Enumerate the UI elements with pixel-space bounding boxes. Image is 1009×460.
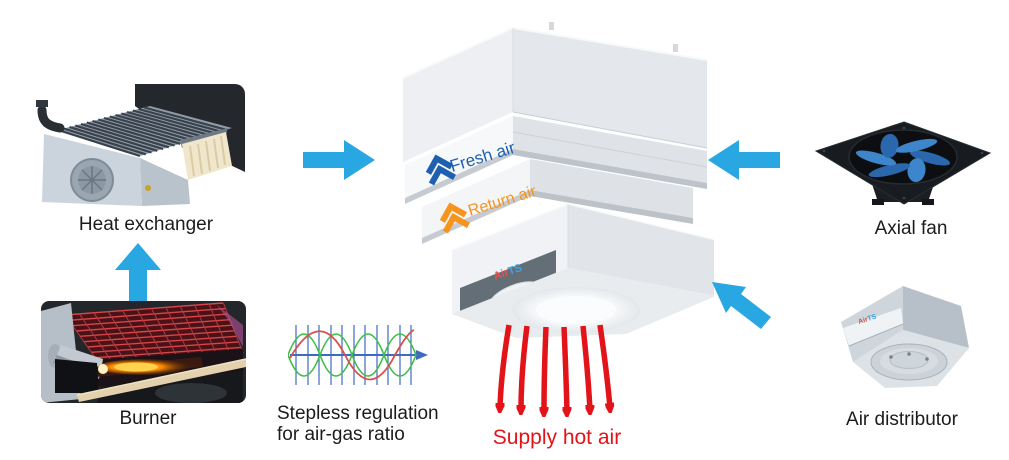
heat-exchanger-image (30, 84, 245, 206)
axial-fan-label: Axial fan (874, 218, 948, 239)
heat-exchanger-to-unit-arrow-icon (303, 140, 375, 180)
burner-label: Burner (119, 408, 177, 429)
air-distributor-image: AirTS (841, 286, 969, 388)
distributor-logo-air: Air (857, 316, 869, 326)
supply-arrow-group (500, 324, 610, 412)
axial-fan-to-unit-arrow-icon (708, 140, 780, 180)
supply-hot-air-arrows-icon (488, 324, 628, 426)
stepless-regulation-line1: Stepless regulation (277, 403, 439, 424)
air-distributor-label: Air distributor (846, 409, 958, 430)
fan-blades-icon (855, 133, 951, 183)
fresh-air-chevron-icon (425, 154, 456, 186)
stepless-regulation-label: Stepless regulation for air-gas ratio (277, 403, 467, 446)
central-unit-image: Fresh air Return air AirTS (402, 22, 714, 338)
unit-logo-air: Air (492, 266, 511, 283)
heat-exchanger-label: Heat exchanger (78, 214, 214, 235)
unit-logo: AirTS (492, 262, 524, 283)
distributor-logo: AirTS (857, 313, 877, 326)
return-air-chevron-icon (439, 202, 470, 234)
axial-fan-image (814, 121, 992, 205)
air-distributor-to-unit-arrow-icon (712, 282, 771, 329)
burner-to-heat-exchanger-arrow-icon (115, 243, 161, 301)
stepless-regulation-line2: for air-gas ratio (277, 423, 405, 445)
distributor-logo-ts: TS (867, 313, 878, 323)
unit-logo-ts: TS (507, 262, 524, 278)
air-gas-ratio-waveform-image (288, 325, 428, 385)
supply-hot-air-label: Supply hot air (492, 426, 622, 449)
burner-image (41, 301, 246, 403)
